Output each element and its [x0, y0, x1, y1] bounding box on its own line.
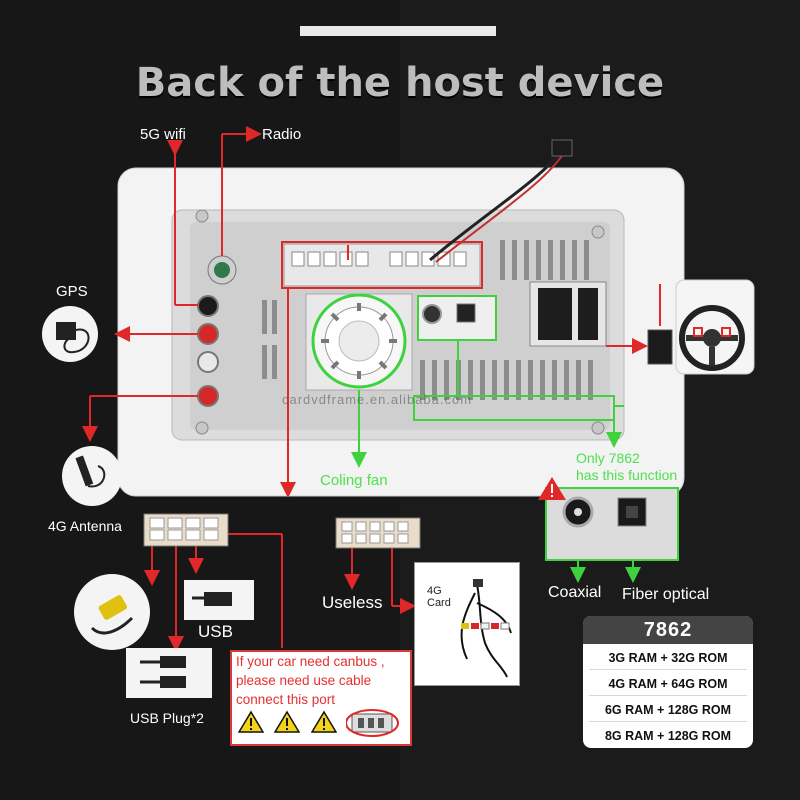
spec-table: 7862 3G RAM + 32G ROM 4G RAM + 64G ROM 6… [583, 616, 753, 748]
warning-icon [238, 710, 264, 733]
label-usb-plug: USB Plug*2 [130, 710, 204, 726]
usb-plug-icon [126, 648, 212, 698]
canbus-line1: If your car need canbus , [236, 654, 385, 669]
label-usb: USB [198, 622, 233, 641]
label-fiber-optical: Fiber optical [622, 586, 710, 603]
warning-icon [274, 710, 301, 733]
warning-icon [538, 477, 566, 500]
steering-wheel-icon [675, 279, 755, 375]
4g-card-label-line1: 4G [427, 585, 442, 597]
label-has-this-function: has this function [576, 467, 678, 483]
label-only-7862: Only 7862 [576, 450, 640, 466]
top-tab [300, 26, 496, 36]
coax-optical-closeup [545, 487, 679, 561]
warning-icons [238, 710, 343, 739]
4g-card-label-line2: Card [427, 597, 451, 609]
usb-icon [184, 580, 254, 620]
label-cooling-fan: Coling fan [320, 472, 388, 489]
gps-antenna-icon [42, 306, 98, 362]
spec-model: 7862 [583, 616, 753, 644]
4g-antenna-icon [62, 446, 122, 506]
watermark-text: cardvdframe.en.alibaba.com [282, 392, 473, 407]
spec-row: 6G RAM + 128G ROM [589, 699, 747, 722]
label-gps: GPS [56, 283, 88, 300]
harness-connector-useless [335, 517, 421, 549]
4g-card-box: 4G Card [414, 562, 520, 686]
rca-cable-icon [74, 574, 150, 650]
spec-row: 3G RAM + 32G ROM [589, 647, 747, 670]
harness-connector-left [143, 513, 229, 547]
canbus-text: If your car need canbus , please need us… [236, 652, 385, 709]
4g-cable-icon [460, 579, 512, 678]
spec-row: 8G RAM + 128G ROM [604, 729, 732, 743]
cooling-fan [305, 293, 413, 391]
label-4g-antenna: 4G Antenna [48, 518, 122, 534]
warning-icon [310, 710, 337, 733]
label-coaxial: Coaxial [548, 584, 602, 601]
canbus-note: If your car need canbus , please need us… [230, 650, 412, 746]
host-device-back [117, 167, 685, 497]
label-5g-wifi: 5G wifi [140, 126, 186, 143]
canbus-line3: connect this port [236, 692, 336, 707]
spec-row: 4G RAM + 64G ROM [589, 673, 747, 696]
canbus-port-icon [346, 709, 399, 737]
canbus-line2: please need use cable [236, 673, 372, 688]
page-title: Back of the host device [135, 60, 665, 106]
label-useless: Useless [322, 593, 383, 612]
4g-card-label: 4G Card [427, 585, 451, 609]
label-radio: Radio [262, 126, 302, 143]
